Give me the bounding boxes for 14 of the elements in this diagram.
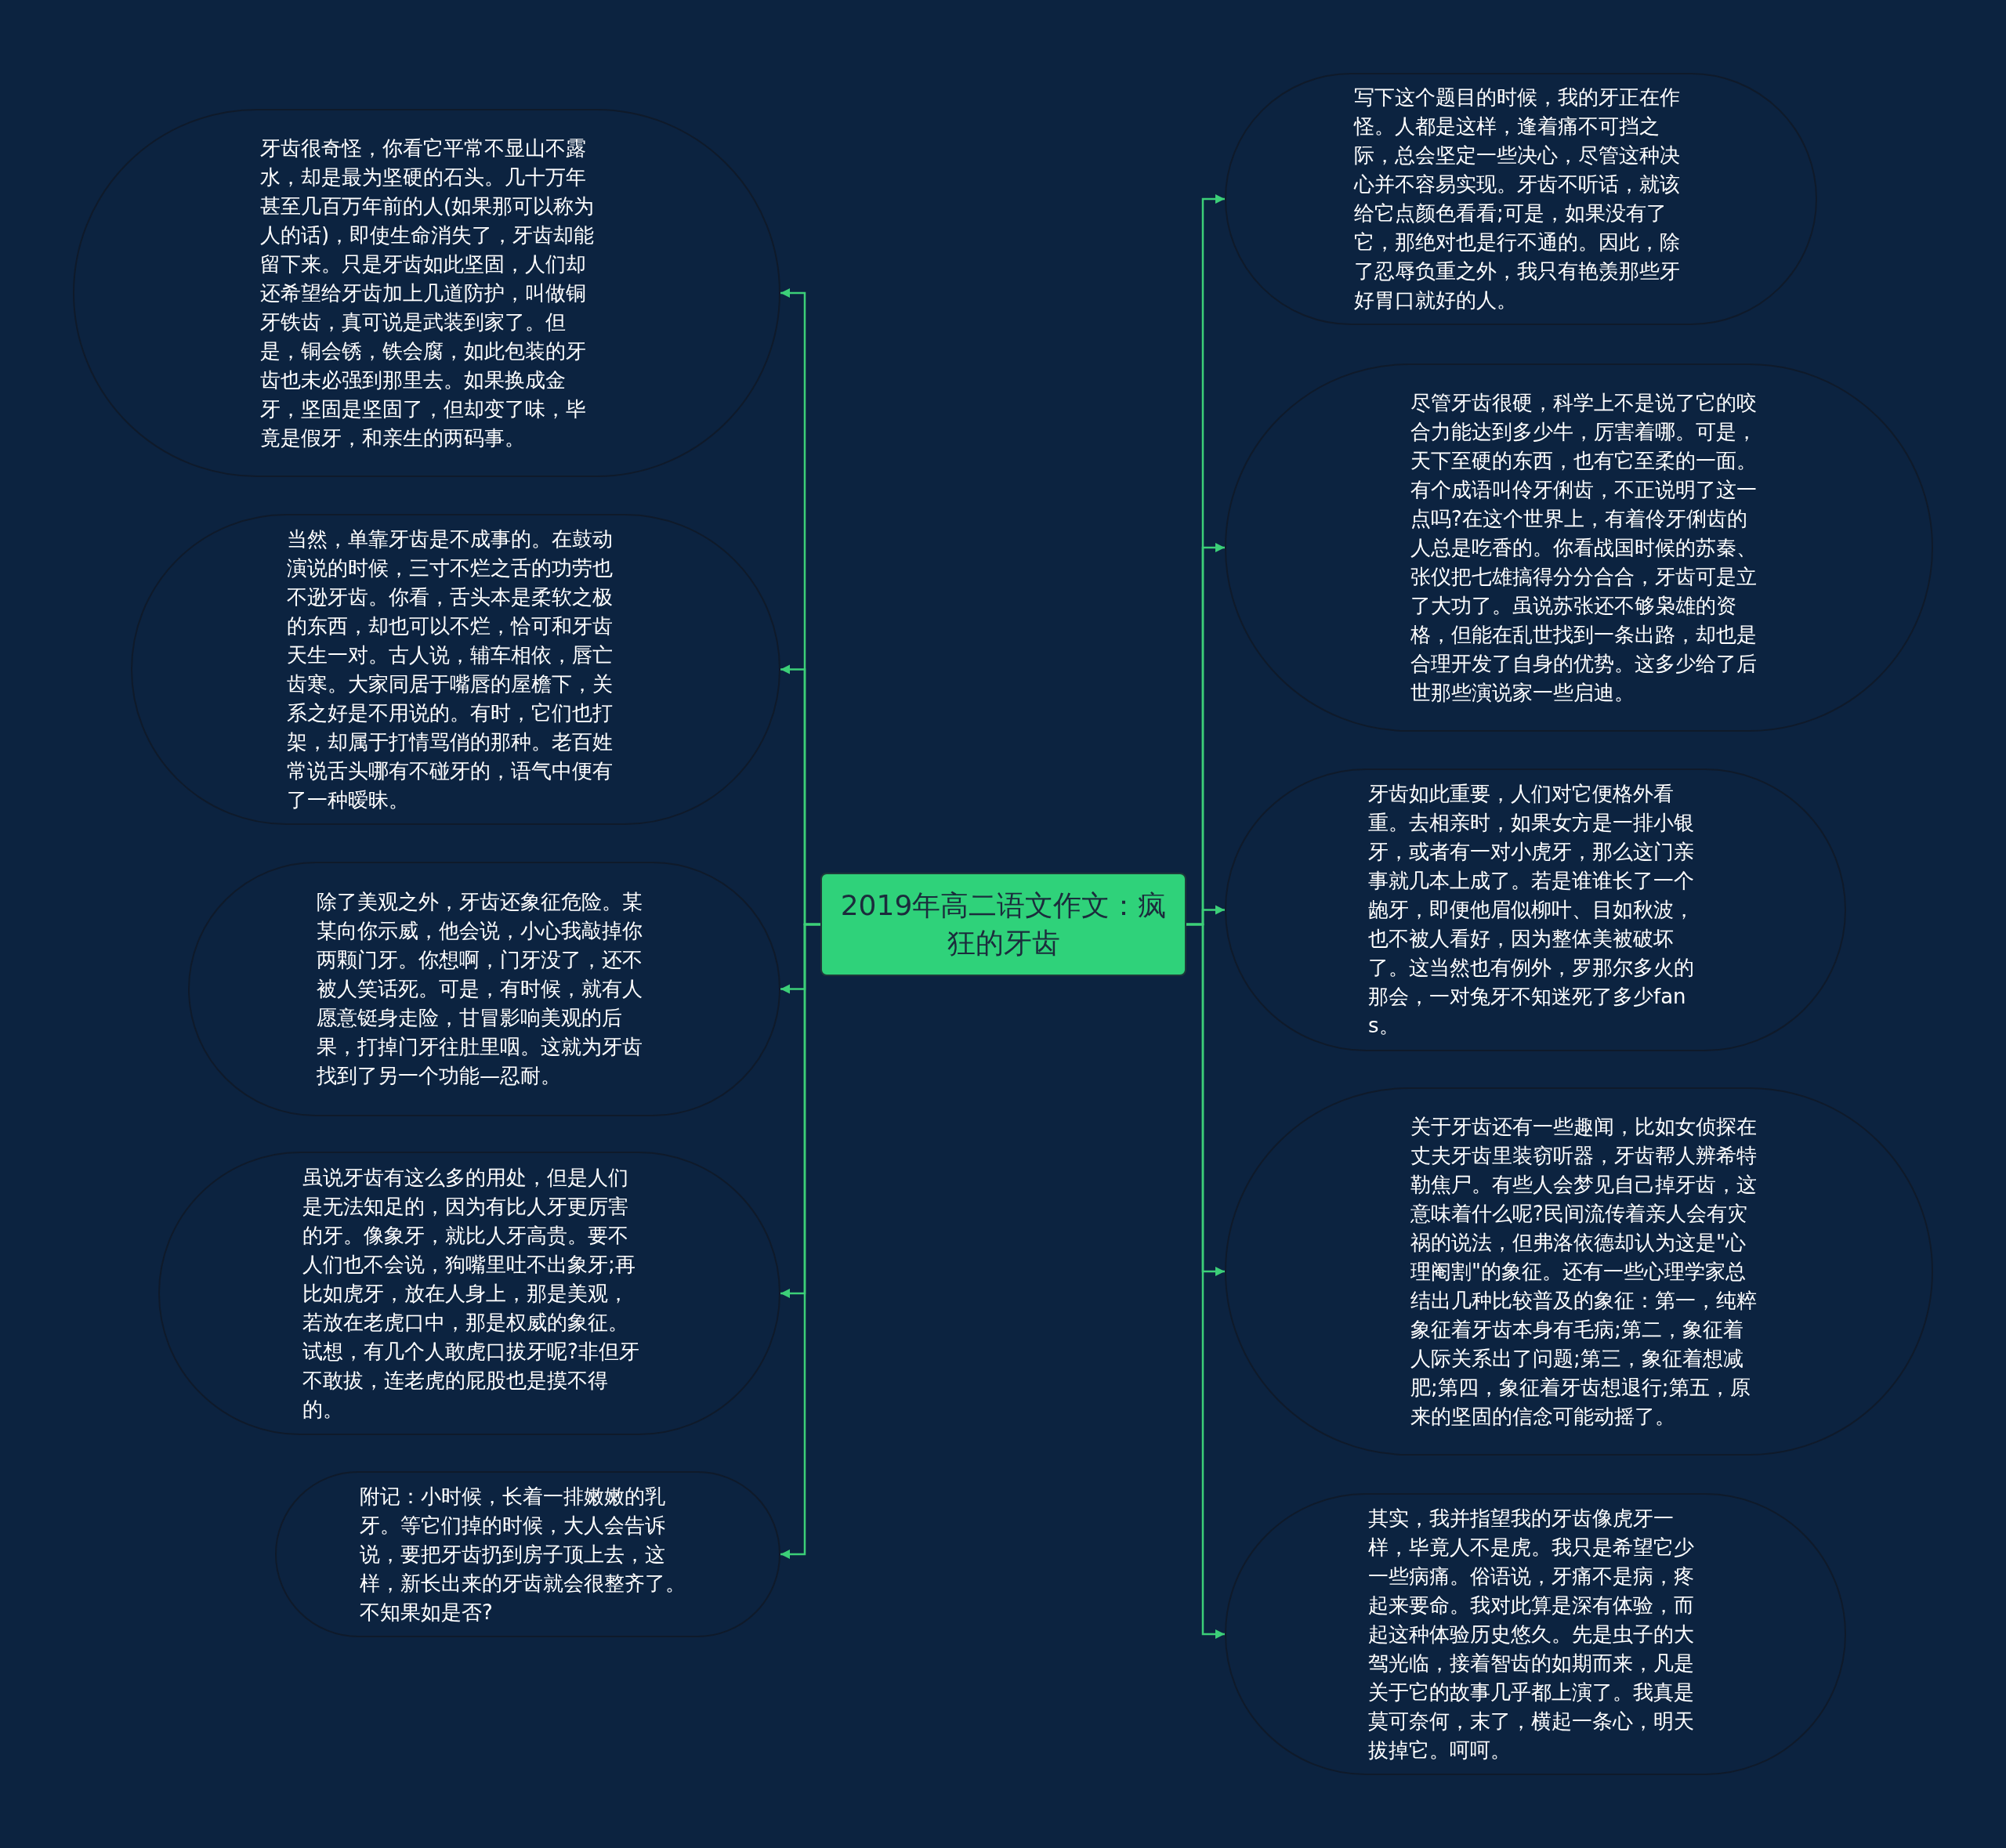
- paragraph-text: 当然，单靠牙齿是不成事的。在鼓动演说的时候，三寸不烂之舌的功劳也不逊牙齿。你看，舌头本是柔软之极的东西，却也可以不烂，恰可和牙齿天生一对。古人说，辅车相依，唇亡齿寒。大家同居于嘴唇的屋檐下，关系之好是不用说的。有时，它们也打架，却属于打情骂俏的那种。老百姓常说舌头哪有不碰牙的，语气中便有了一种暧昧。: [287, 526, 614, 813]
- paragraph-text: 其实，我并指望我的牙齿像虎牙一样，毕竟人不是虎。我只是希望它少一些病痛。俗语说，牙痛不是病，疼起来要命。我对此算是深有体验，而起这种体验历史悠久。先是虫子的大驾光临，接着智齿的如期而来，凡是关于它的故事几乎都上演了。我真是莫可奈何，末了，横起一条心，明天拔掉它。呵呵。: [1368, 1505, 1695, 1763]
- paragraph-text: 牙齿如此重要，人们对它便格外看重。去相亲时，如果女方是一排小银牙，或者有一对小虎牙，那么这门亲事就几本上成了。若是谁谁长了一个龅牙，即便他眉似柳叶、目如秋波，也不被人看好，因为整体美被破坏了。这当然也有例外，罗那尔多火的那会，一对兔牙不知迷死了多少fans。: [1368, 781, 1695, 1039]
- paragraph-text: 附记：小时候，长着一排嫩嫩的乳牙。等它们掉的时候，大人会告诉说，要把牙齿扔到房子顶上去，这样，新长出来的牙齿就会很整齐了。不知果如是否?: [360, 1483, 686, 1626]
- connector-arrow: [1186, 923, 1225, 1639]
- paragraph-text: 虽说牙齿有这么多的用处，但是人们是无法知足的，因为有比人牙更厉害的牙。像象牙，就比人牙高贵。要不人们也不会说，狗嘴里吐不出象牙;再比如虎牙，放在人身上，那是美观，若放在老虎口中，那是权威的象征。试想，有几个人敢虎口拔牙呢?非但牙不敢拔，连老虎的屁股也是摸不得的。: [302, 1164, 640, 1423]
- paragraph-text: 关于牙齿还有一些趣闻，比如女侦探在丈夫牙齿里装窃听器，牙齿帮人辨希特勒焦尸。有些人会梦见自己掉牙齿，这意味着什么呢?民间流传着亲人会有灾祸的说法，但弗洛依德却认为这是"心理阉割"的象征。还有一些心理学家总结出几种比较普及的象征：第一，纯粹象征着牙齿本身有毛病;第二，象征着人际关系出了问题;第三，象征着想减肥;第四，象征着牙齿想退行;第五，原来的坚固的信念可能动摇了。: [1410, 1113, 1758, 1430]
- paragraph-text: 尽管牙齿很硬，科学上不是说了它的咬合力能达到多少牛，厉害着哪。可是，天下至硬的东西，也有它至柔的一面。有个成语叫伶牙俐齿，不正说明了这一点吗?在这个世界上，有着伶牙俐齿的人总是吃香的。你看战国时候的苏秦、张仪把七雄搞得分分合合，牙齿可是立了大功了。虽说苏张还不够枭雄的资格，但能在乱世找到一条出路，却也是合理开发了自身的优势。这多少给了后世那些演说家一些启迪。: [1410, 389, 1758, 706]
- title-text: 2019年高二语文作文：疯狂的牙齿: [839, 888, 1168, 960]
- connector-arrow: [780, 923, 820, 1559]
- paragraph-text: 除了美观之外，牙齿还象征危险。某某向你示威，他会说，小心我敲掉你两颗门牙。你想啊，门牙没了，还不被人笑话死。可是，有时候，就有人愿意铤身走险，甘冒影响美观的后果，打掉门牙往肚里咽。这就为牙齿找到了另一个功能—忍耐。: [317, 889, 643, 1089]
- paragraph-text: 牙齿很奇怪，你看它平常不显山不露水，却是最为坚硬的石头。几十万年甚至几百万年前的人(如果那可以称为人的话)，即使生命消失了，牙齿却能留下来。只是牙齿如此坚固，人们却还希望给牙齿加上几道防护，叫做铜牙铁齿，真可说是武装到家了。但是，铜会锈，铁会腐，如此包装的牙齿也未必强到那里去。如果换成金牙，坚固是坚固了，但却变了味，毕竟是假牙，和亲生的两码事。: [260, 135, 596, 451]
- paragraph-text: 写下这个题目的时候，我的牙正在作怪。人都是这样，逢着痛不可挡之际，总会坚定一些决心，尽管这种决心并不容易实现。牙齿不听话，就该给它点颜色看看;可是，如果没有了它，那绝对也是行不通的。因此，除了忍辱负重之外，我只有艳羡那些牙好胃口就好的人。: [1354, 85, 1681, 313]
- central-topic-box: [820, 873, 1186, 976]
